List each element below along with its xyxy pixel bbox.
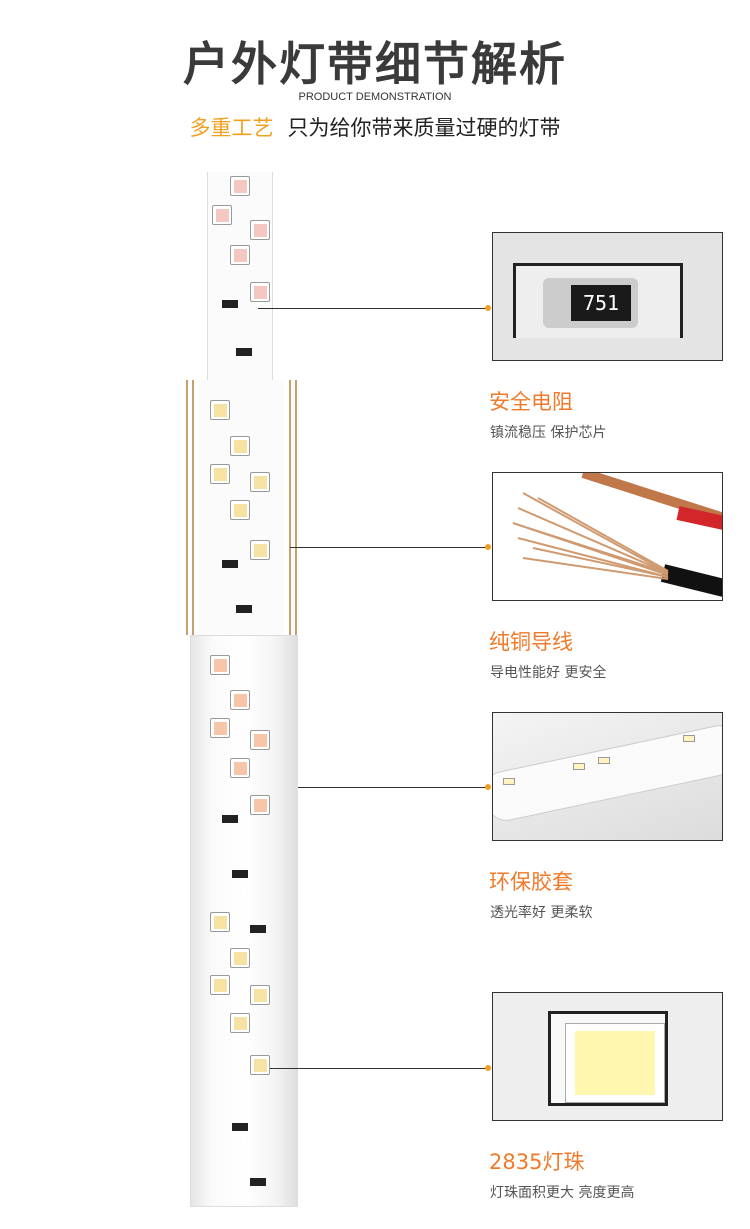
callout-line: [270, 1068, 488, 1069]
led-chip: [210, 718, 230, 738]
led-chip: [210, 655, 230, 675]
led-chip: [250, 282, 270, 302]
led-chip: [250, 220, 270, 240]
led-chip: [250, 985, 270, 1005]
callout-dot: [485, 784, 491, 790]
led-chip: [230, 436, 250, 456]
copper-wire-illustration: [512, 473, 722, 597]
page-subtitle-en: PRODUCT DEMONSTRATION: [298, 91, 452, 103]
led-chip: [230, 758, 250, 778]
copper-wire: [295, 380, 297, 635]
copper-wire: [192, 380, 194, 635]
resistor-chip: [236, 348, 252, 356]
led-chip: [230, 690, 250, 710]
callout-line: [298, 787, 488, 788]
led-chip: [210, 975, 230, 995]
resistor-chip: [222, 560, 238, 568]
callout-line: [258, 308, 488, 309]
page-title: 户外灯带细节解析: [183, 37, 567, 91]
led-chip: [210, 464, 230, 484]
led-chip: [250, 730, 270, 750]
led-chip: [230, 1013, 250, 1033]
copper-wire: [289, 380, 291, 635]
feature-title: 纯铜导线: [489, 630, 573, 654]
led-chip: [230, 245, 250, 265]
feature-desc: 导电性能好 更安全: [490, 665, 607, 681]
strip-segment-sleeved: [190, 635, 298, 1207]
resistor-chip: [236, 605, 252, 613]
copper-wire: [186, 380, 188, 635]
resistor-chip: [250, 1178, 266, 1186]
led-chip: [230, 948, 250, 968]
led-chip: [230, 176, 250, 196]
tagline-highlight: 多重工艺: [189, 116, 274, 140]
led-chip: [230, 500, 250, 520]
led-chip-closeup: [492, 992, 723, 1121]
led-chip: [212, 205, 232, 225]
resistor-closeup: 751: [492, 232, 723, 361]
led-chip: [210, 912, 230, 932]
resistor-chip: [222, 815, 238, 823]
resistor-chip: [232, 870, 248, 878]
callout-dot: [485, 544, 491, 550]
callout-line: [290, 547, 488, 548]
sleeve-closeup: [492, 712, 723, 841]
feature-title: 2835灯珠: [489, 1150, 585, 1174]
tagline: 多重工艺只为给你带来质量过硬的灯带: [0, 112, 750, 142]
led-chip: [250, 472, 270, 492]
led-chip: [250, 540, 270, 560]
feature-title: 安全电阻: [489, 390, 573, 414]
feature-desc: 透光率好 更柔软: [490, 905, 593, 921]
led-chip: [250, 795, 270, 815]
resistor-chip: [250, 925, 266, 933]
led-chip: [210, 400, 230, 420]
resistor-chip-label: 751: [571, 285, 631, 321]
led-chip: [250, 1055, 270, 1075]
resistor-chip: [222, 300, 238, 308]
callout-dot: [485, 1065, 491, 1071]
copper-wire-closeup: [492, 472, 723, 601]
tagline-text: 只为给你带来质量过硬的灯带: [287, 116, 561, 140]
callout-dot: [485, 305, 491, 311]
feature-title: 环保胶套: [489, 870, 573, 894]
feature-desc: 灯珠面积更大 亮度更高: [490, 1185, 635, 1201]
resistor-chip: [232, 1123, 248, 1131]
feature-desc: 镇流稳压 保护芯片: [490, 425, 607, 441]
